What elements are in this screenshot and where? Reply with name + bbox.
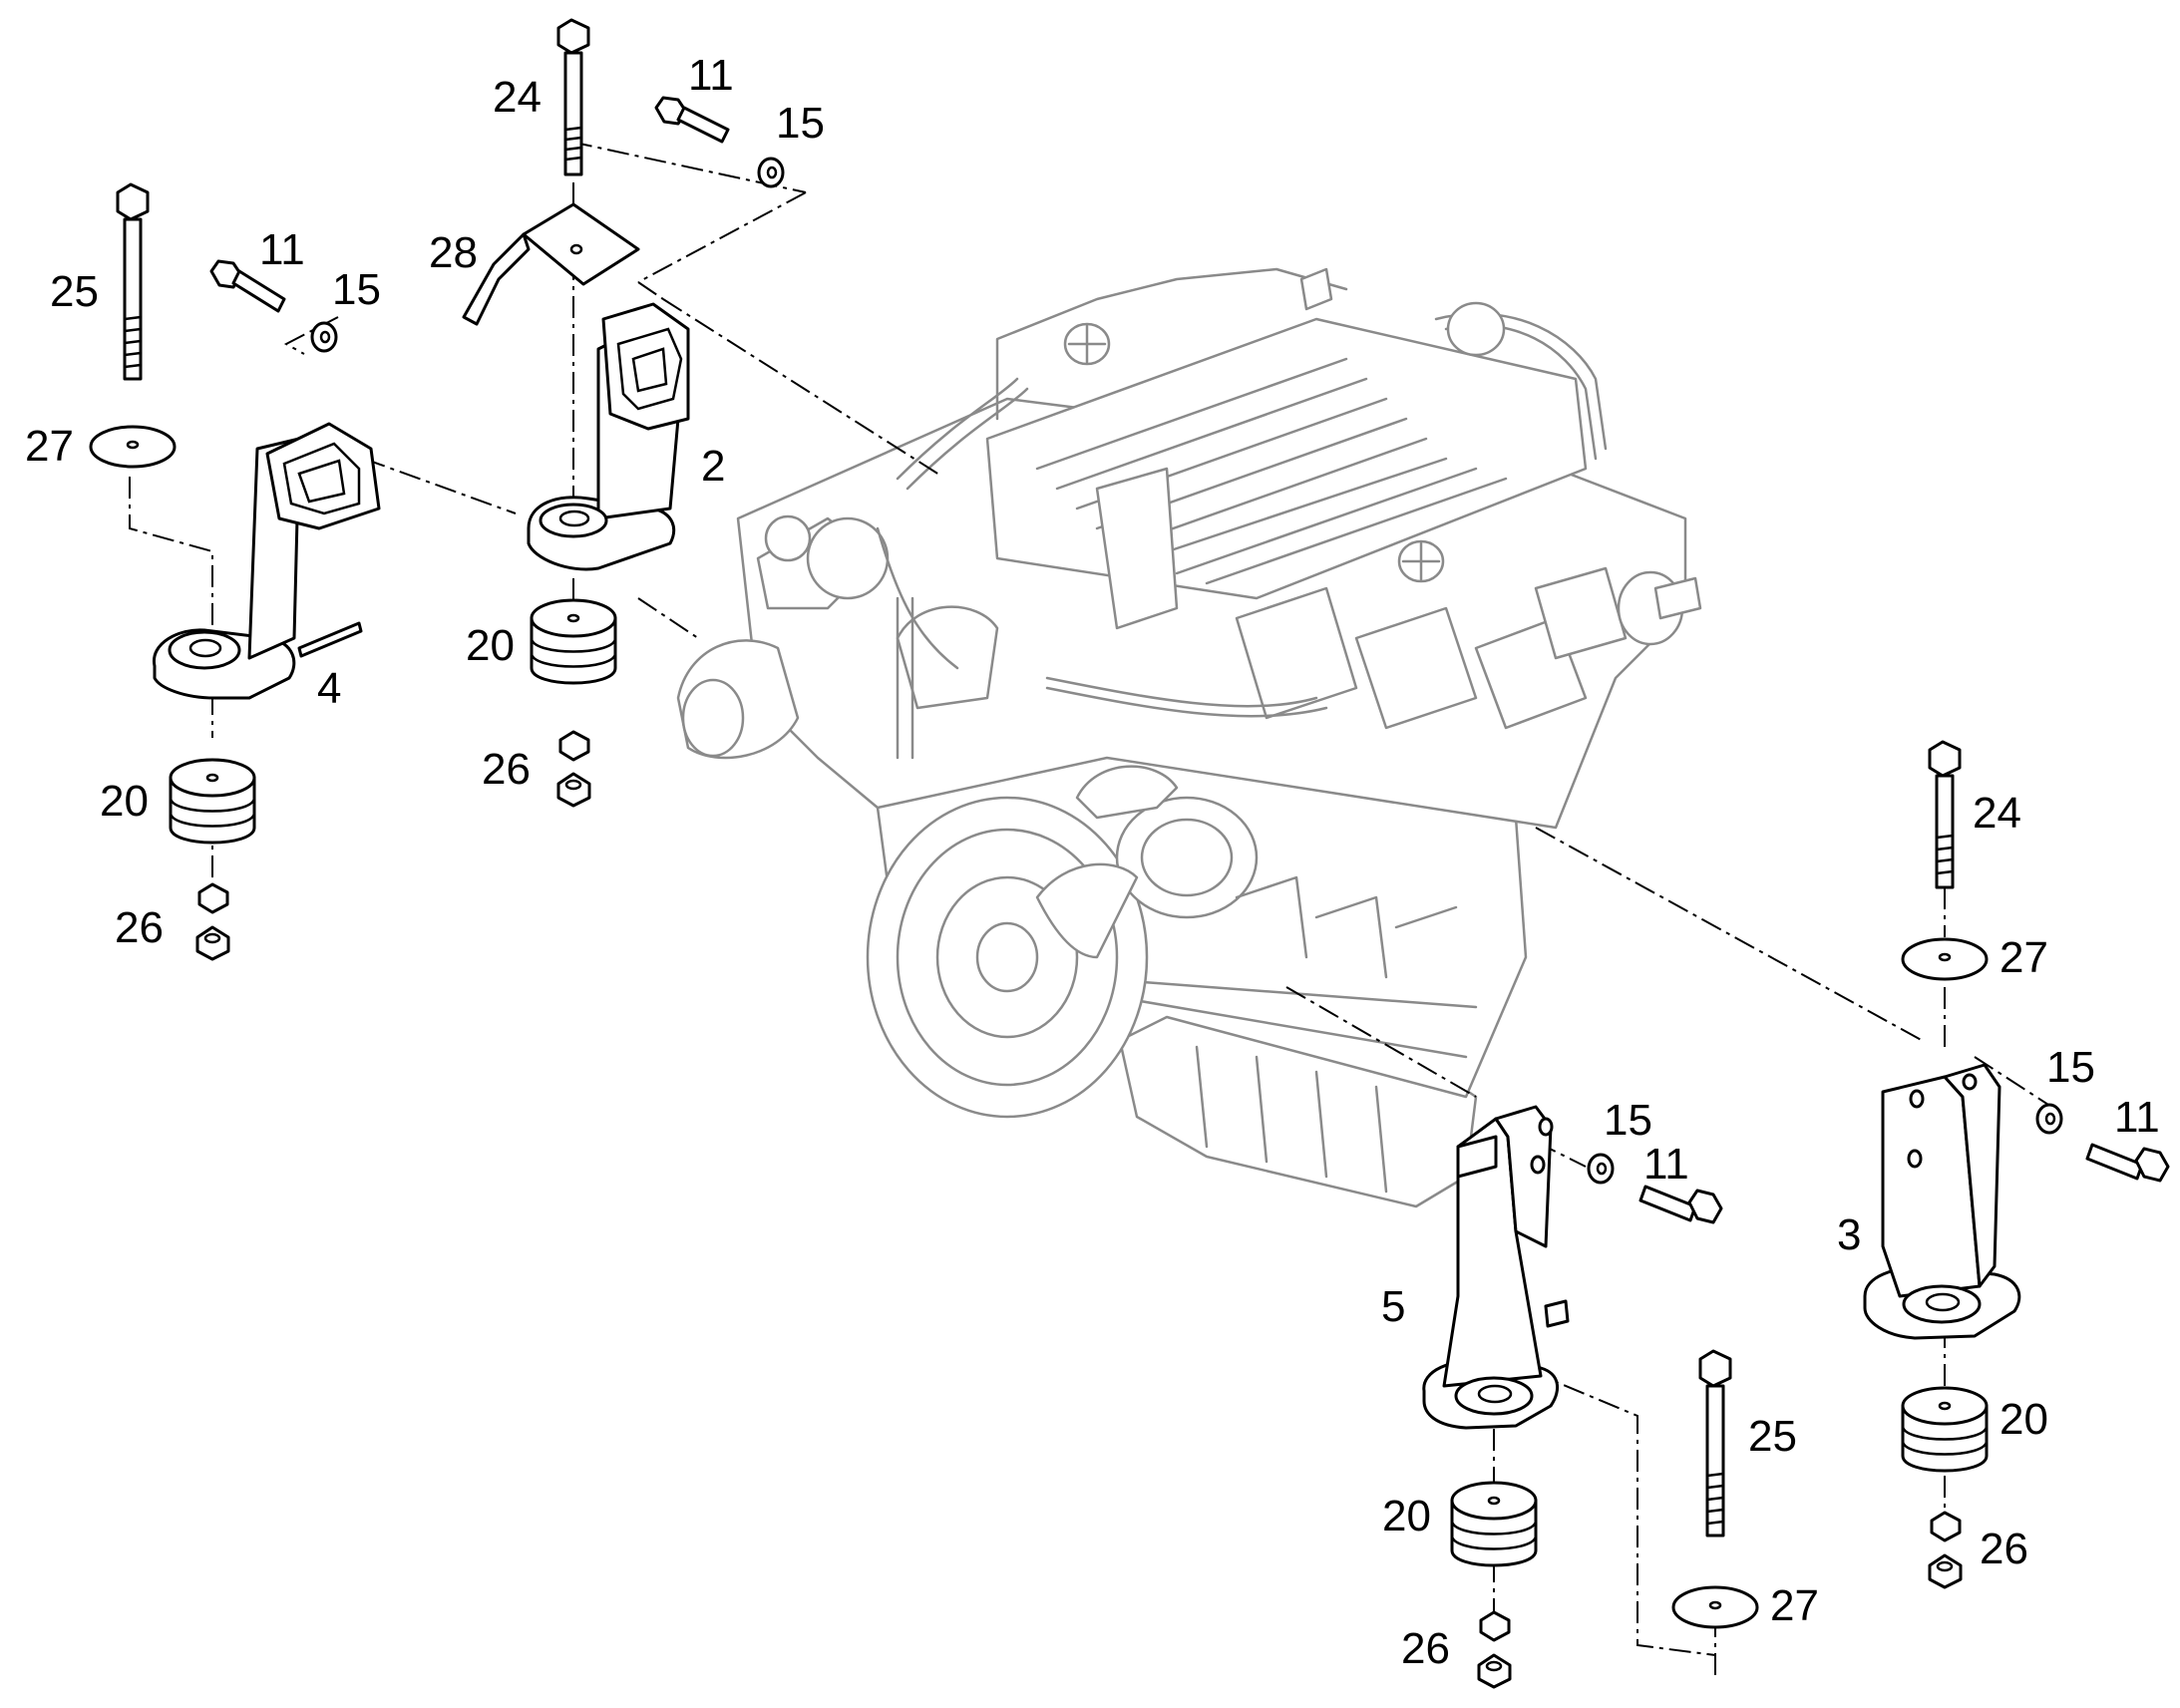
callout-27-left: 27 xyxy=(25,422,74,471)
bolt-25-right xyxy=(1698,1349,1732,1537)
callout-24-left: 24 xyxy=(493,73,542,122)
callout-26-d: 26 xyxy=(1401,1624,1450,1673)
mount-bracket-2 xyxy=(527,302,690,571)
callout-15-mid: 15 xyxy=(1604,1096,1652,1145)
bolt-25-left xyxy=(116,182,150,381)
bolt-24-right xyxy=(1928,740,1962,889)
callout-26-c: 26 xyxy=(1980,1525,2028,1573)
callout-2: 2 xyxy=(701,442,725,491)
callout-11-left: 11 xyxy=(259,225,305,274)
callout-20-a: 20 xyxy=(466,621,515,670)
callout-15-right: 15 xyxy=(2046,1043,2095,1092)
callout-11-top: 11 xyxy=(688,51,734,100)
turbocharger xyxy=(1035,765,1259,959)
washer-27-right xyxy=(1901,937,1989,981)
bolt-11-mid xyxy=(1638,1185,1723,1224)
callout-20-b: 20 xyxy=(100,777,149,826)
flywheel xyxy=(866,796,1149,1119)
callout-26-b: 26 xyxy=(115,903,164,952)
washer-27-left xyxy=(89,425,177,469)
mount-bracket-4 xyxy=(153,422,381,700)
callout-20-c: 20 xyxy=(1999,1395,2048,1444)
callout-24-right: 24 xyxy=(1973,789,2021,838)
callout-20-d: 20 xyxy=(1382,1492,1431,1540)
callout-26-a: 26 xyxy=(482,745,531,794)
nuts-26-d xyxy=(1477,1610,1512,1689)
bolt-11-left xyxy=(209,259,286,313)
callout-28: 28 xyxy=(429,228,478,277)
washer-27-bottom xyxy=(1671,1585,1759,1629)
callout-15-left: 15 xyxy=(332,265,381,314)
bolt-11-top xyxy=(654,96,730,144)
mount-bracket-5 xyxy=(1422,1105,1570,1430)
washer-15-left-hole xyxy=(319,330,331,344)
washer-15-left xyxy=(310,321,338,353)
nuts-26-b xyxy=(195,882,230,961)
bolt-11-right xyxy=(2085,1143,2170,1183)
bolt-24-left xyxy=(556,18,590,176)
callout-25-right: 25 xyxy=(1748,1412,1797,1461)
bracket-28 xyxy=(462,202,640,326)
callout-27-right: 27 xyxy=(1999,933,2048,982)
washer-15-right-hole xyxy=(2044,1112,2056,1126)
nuts-26-c xyxy=(1928,1511,1963,1589)
engine-assembly xyxy=(676,267,1702,1208)
callout-11-mid: 11 xyxy=(1643,1140,1689,1189)
washer-15-top-hole xyxy=(766,166,778,179)
callout-3: 3 xyxy=(1837,1210,1861,1259)
callout-5: 5 xyxy=(1381,1282,1405,1331)
callout-4: 4 xyxy=(317,664,341,713)
washer-15-right xyxy=(2035,1103,2063,1135)
filler-cap-rear xyxy=(1397,539,1445,583)
washer-15-mid xyxy=(1587,1153,1615,1185)
mount-bracket-3 xyxy=(1863,1063,2021,1340)
washer-15-top xyxy=(757,157,785,188)
callout-27-bottom: 27 xyxy=(1770,1581,1819,1630)
nuts-26-a xyxy=(556,730,591,808)
callout-25-left: 25 xyxy=(50,267,99,316)
washer-15-mid-hole xyxy=(1596,1162,1608,1176)
filler-cap-front xyxy=(1063,322,1111,366)
callout-15-top: 15 xyxy=(776,99,825,148)
isolator-20-c xyxy=(1901,1386,1989,1473)
isolator-20-d xyxy=(1450,1481,1538,1567)
isolator-20-a xyxy=(530,598,617,685)
isolator-20-b xyxy=(169,758,256,845)
callout-labels: 24 11 15 28 25 11 15 27 2 20 26 4 20 26 … xyxy=(25,51,2160,1673)
callout-11-right: 11 xyxy=(2114,1093,2160,1142)
